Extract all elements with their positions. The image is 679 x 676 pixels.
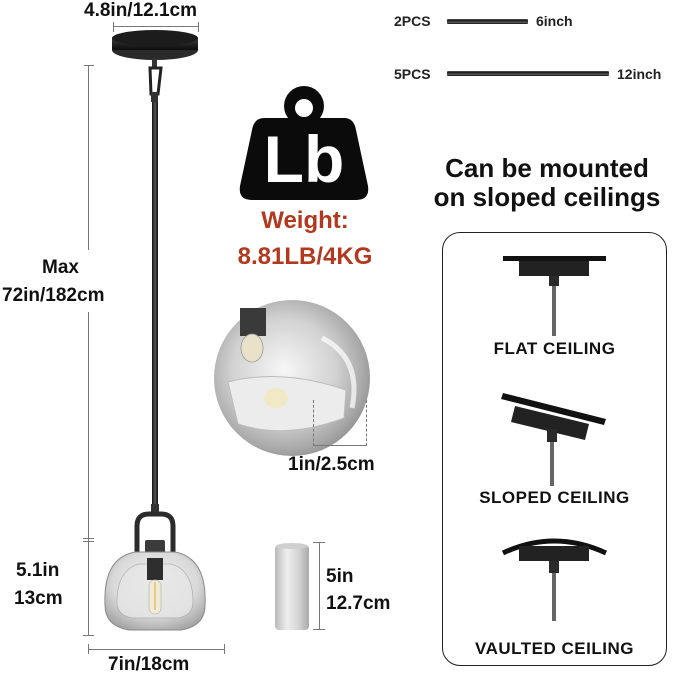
max-height-line-upper — [88, 65, 89, 250]
ceiling-option-flat: FLAT CEILING — [443, 233, 666, 363]
mounting-headline-line1: Can be mounted — [445, 153, 649, 183]
flat-ceiling-icon — [503, 256, 606, 336]
glass-thickness-label: 1in/2.5cm — [288, 454, 375, 475]
max-height-label-line2: 72in/182cm — [2, 285, 105, 306]
shade-width-line — [88, 649, 225, 650]
canopy-width-tick-left — [113, 22, 114, 32]
canopy-width-label: 4.8in/12.1cm — [84, 0, 198, 21]
shade-height-label-line1: 5.1in — [16, 560, 60, 581]
can-height-line — [319, 542, 320, 630]
max-height-tick-bottom-1 — [83, 538, 94, 539]
shade-width-label: 7in/18cm — [108, 654, 190, 675]
weight-value: 8.81LB/4KG — [237, 243, 373, 270]
rod-6inch-icon — [447, 19, 528, 24]
shade-height-tick-bottom — [83, 635, 94, 636]
canopy-width-line — [113, 26, 199, 27]
vaulted-ceiling-label: VAULTED CEILING — [475, 639, 634, 658]
shade-height-line — [88, 541, 89, 636]
shade-height-label-line2: 13cm — [14, 588, 63, 609]
flat-ceiling-label: FLAT CEILING — [493, 339, 616, 358]
glass-thickness-tick-left — [313, 400, 315, 446]
pendant-lamp-drawing — [104, 30, 206, 631]
rod-12inch-qty: 5PCS — [394, 66, 431, 82]
max-height-label-line1: Max — [42, 257, 79, 278]
vaulted-ceiling-icon — [501, 538, 608, 621]
rod-12inch-icon — [447, 71, 609, 76]
max-height-tick-top — [84, 65, 94, 66]
soda-can-reference — [274, 542, 310, 632]
shade-width-tick-right — [224, 644, 225, 654]
glass-thickness-tick-right — [366, 400, 368, 446]
weight-icon: Lb — [238, 82, 370, 202]
rod-6inch-length: 6inch — [536, 13, 573, 29]
sloped-ceiling-label: SLOPED CEILING — [479, 488, 630, 507]
weight-icon-label: Lb — [263, 122, 345, 196]
shade-width-tick-left — [88, 644, 89, 654]
rod-6inch-qty: 2PCS — [394, 13, 431, 29]
kettlebell-weight-icon — [239, 86, 369, 200]
glass-detail-closeup — [212, 298, 372, 458]
canopy-width-tick-right — [198, 22, 199, 32]
pendant-lamp-illustration — [95, 30, 235, 660]
glass-thickness-line — [313, 445, 367, 446]
ceiling-option-vaulted: VAULTED CEILING — [443, 521, 666, 665]
rod-12inch-length: 12inch — [617, 66, 662, 82]
max-height-line-lower — [88, 312, 89, 542]
mounting-headline-line2: on sloped ceilings — [433, 182, 661, 212]
can-height-tick-bottom — [313, 629, 325, 630]
ceiling-types-panel: FLAT CEILING SLOPED CEILING VAULTED CEIL… — [442, 232, 667, 666]
can-height-tick-top — [313, 542, 325, 543]
ceiling-option-sloped: SLOPED CEILING — [443, 373, 666, 513]
soda-can-icon — [275, 543, 309, 630]
can-height-label-line2: 12.7cm — [326, 593, 391, 614]
sloped-ceiling-icon — [501, 393, 606, 486]
can-height-label-line1: 5in — [326, 566, 354, 587]
glass-closeup-image — [214, 300, 370, 456]
weight-label: Weight: — [261, 207, 349, 234]
